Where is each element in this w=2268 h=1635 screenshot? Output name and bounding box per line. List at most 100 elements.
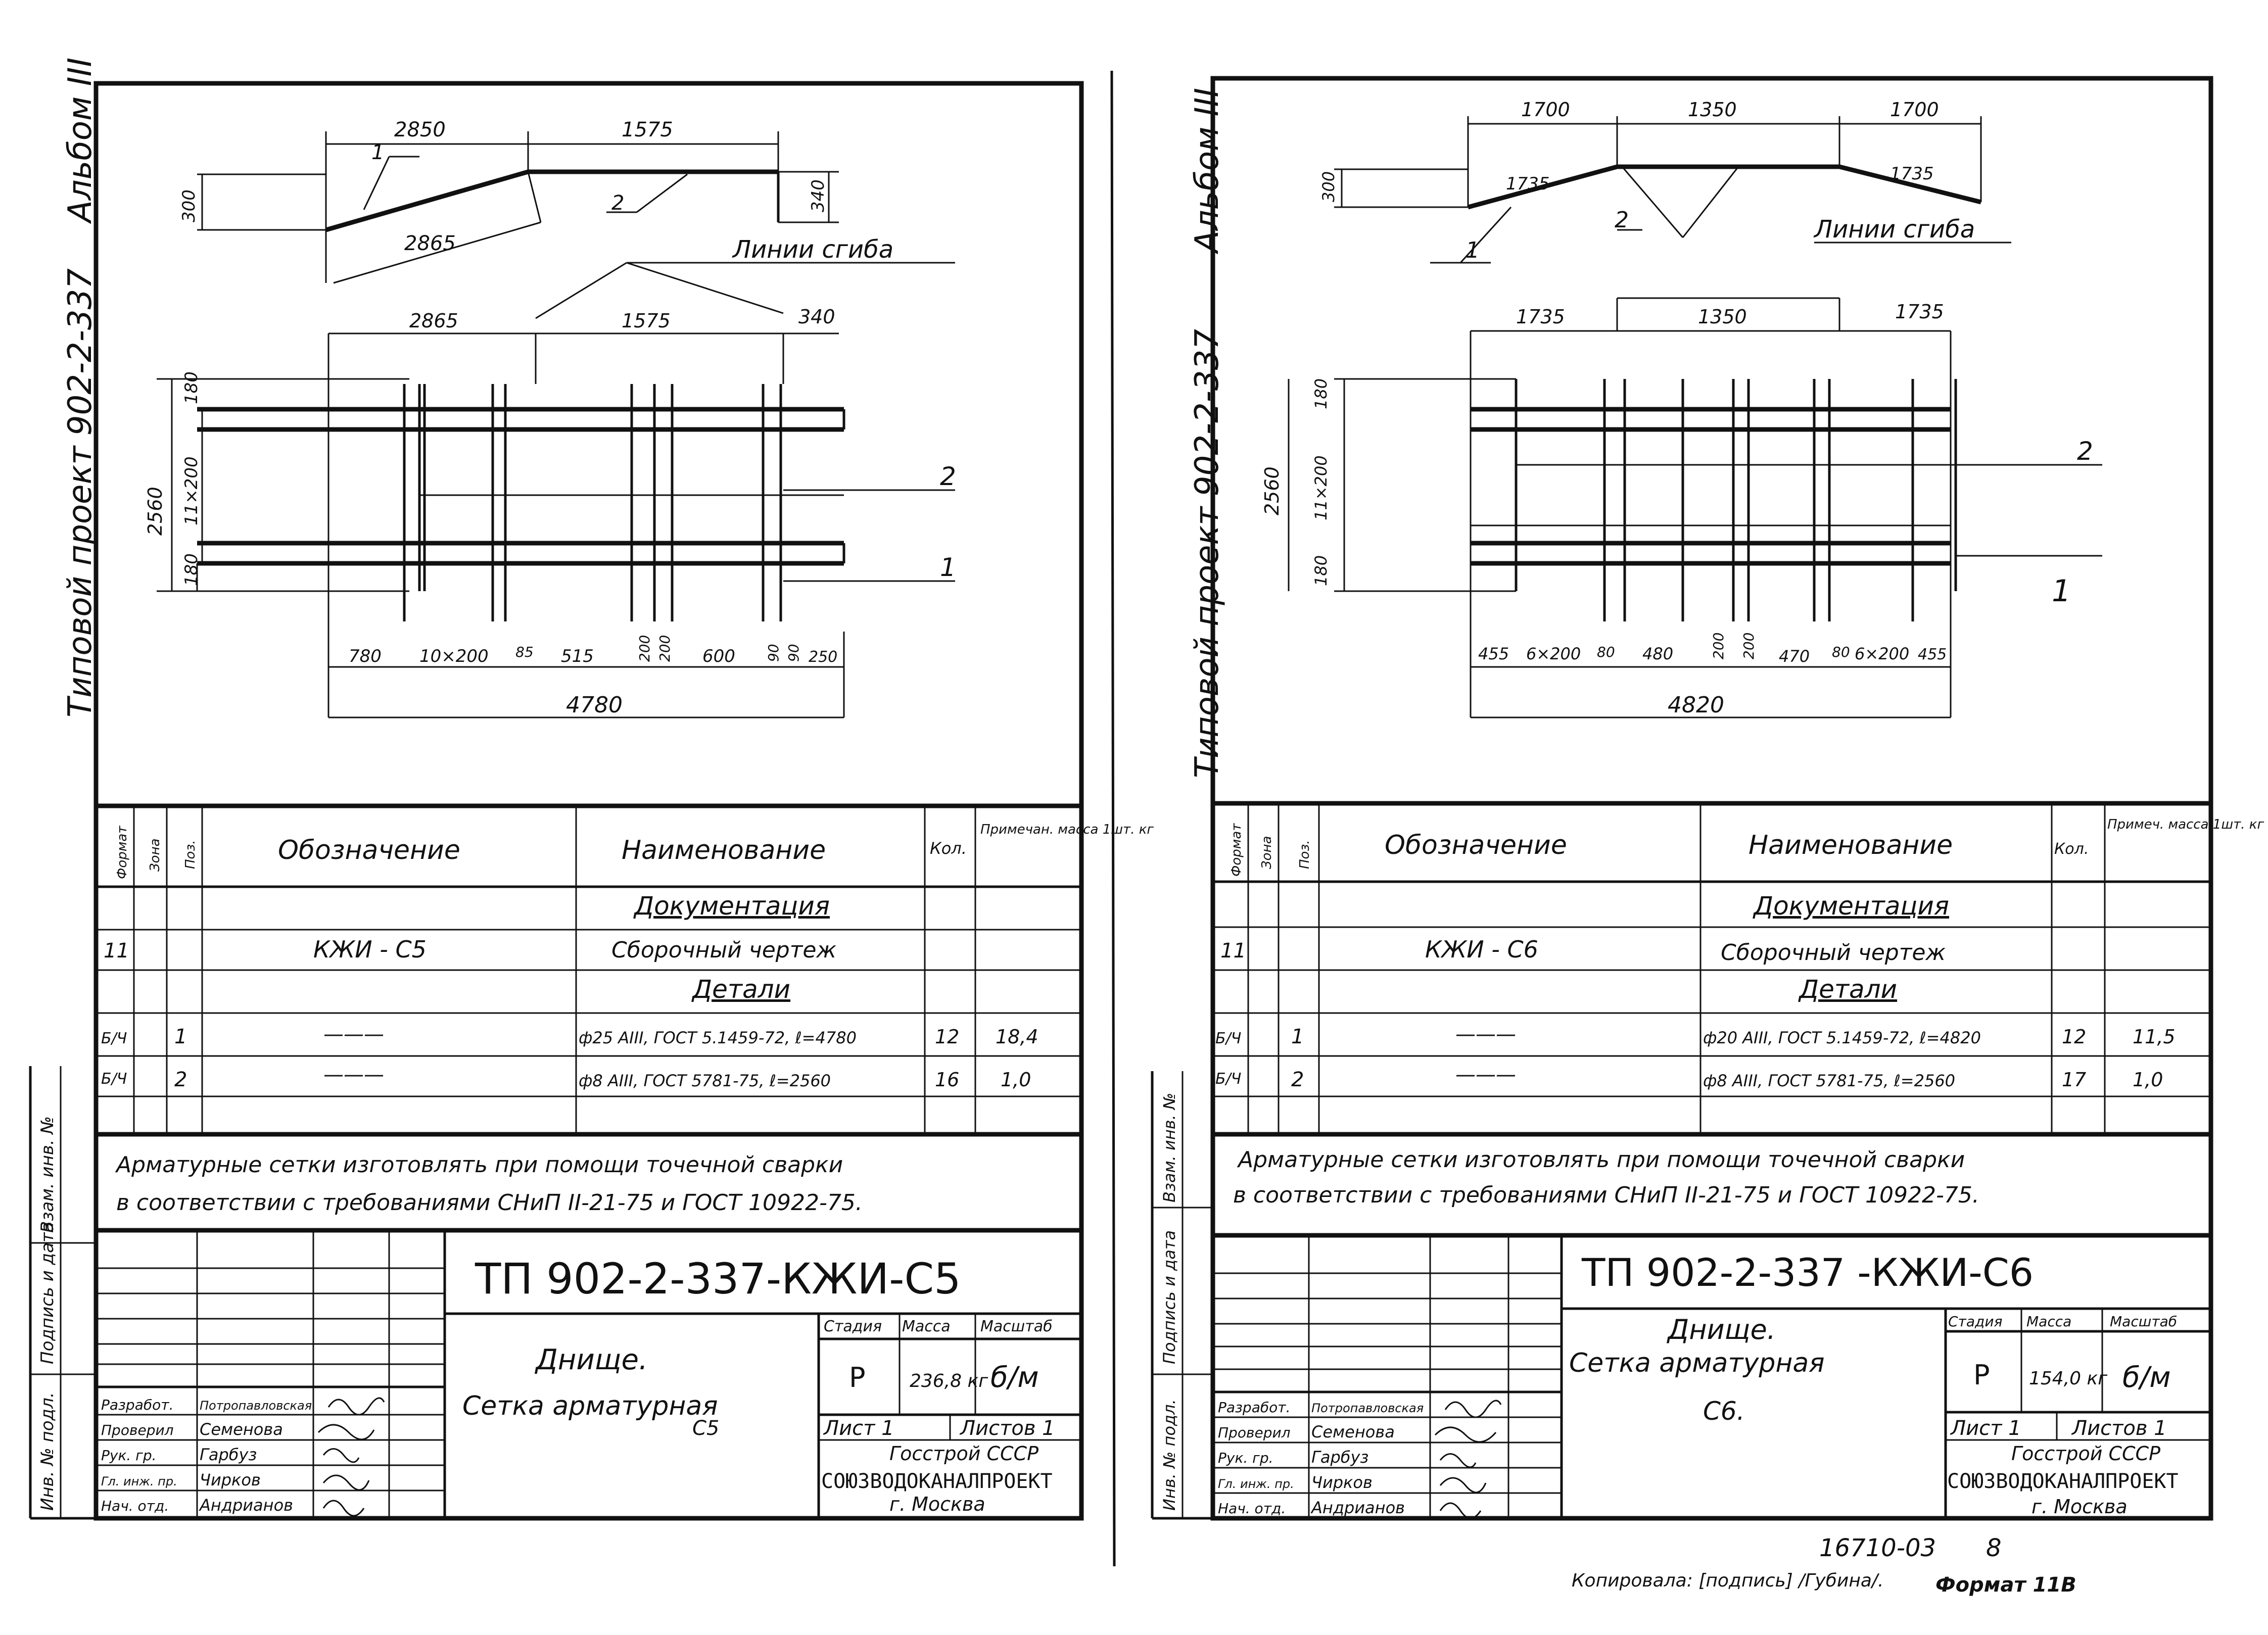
left-margin-label-2: Подпись и дата xyxy=(37,1222,58,1364)
right-row-3-name: Детали xyxy=(1798,975,1897,1004)
left-org-2: СОЮЗВОДОКАНАЛПРОЕКТ xyxy=(821,1470,1053,1493)
right-pos-label-1: 1 xyxy=(1466,237,1480,263)
left-mass-header: Масса xyxy=(902,1318,951,1335)
left-name-1: Потропавловская xyxy=(200,1399,312,1413)
left-role-5: Нач. отд. xyxy=(101,1498,169,1514)
right-top-dim-1: 1700 xyxy=(1521,99,1570,121)
right-name-1: Потропавловская xyxy=(1311,1401,1424,1415)
right-scale-value: б/м xyxy=(2122,1361,2171,1394)
right-top-dim-2: 1350 xyxy=(1688,99,1737,121)
right-signature-2 xyxy=(1434,1426,1497,1443)
left-row-4-pos: 1 xyxy=(174,1025,187,1048)
left-row-5-fmt: Б/Ч xyxy=(101,1070,127,1088)
left-margin-label-1: Взам. инв. № xyxy=(37,1116,58,1233)
left-top-dim-3: 300 xyxy=(179,189,199,222)
right-th-name: Наименование xyxy=(1749,830,1953,860)
right-plan-dim-5: 180 xyxy=(1311,378,1331,409)
left-plan-dim-1: 2865 xyxy=(409,310,458,332)
left-sheet: Типовой проект 902-2-337 Альбом III Взам… xyxy=(29,58,1154,1521)
left-row-4-qty: 12 xyxy=(935,1026,959,1048)
left-org-1: Госстрой СССР xyxy=(889,1442,1038,1465)
right-name-5: Андрианов xyxy=(1310,1498,1405,1517)
right-scale-header: Масштаб xyxy=(2110,1313,2177,1330)
left-top-dim-2: 1575 xyxy=(622,118,673,141)
left-row-5-qty: 16 xyxy=(935,1069,959,1091)
left-row-4-name: ф25 АIII, ГОСТ 5.1459-72, ℓ=4780 xyxy=(579,1028,857,1047)
left-bottom-dim-7: 600 xyxy=(702,646,735,666)
right-mass-value: 154,0 кг xyxy=(2029,1368,2108,1389)
left-role-3: Рук. гр. xyxy=(101,1447,157,1464)
right-row-5-pos: 2 xyxy=(1291,1068,1304,1091)
left-note-line-2: в соответствии с требованиями СНиП II-21… xyxy=(116,1190,863,1216)
right-cut-label: Линии сгиба xyxy=(1813,215,1975,244)
left-plan-pos-2: 2 xyxy=(940,462,956,491)
right-th-note: Примеч. масса 1шт. кг xyxy=(2107,817,2264,832)
left-stage-value: Р xyxy=(849,1362,866,1393)
right-top-dim-6: 1735 xyxy=(1890,164,1934,184)
right-stage-header: Стадия xyxy=(1948,1313,2002,1330)
right-bottom-dim-4: 480 xyxy=(1642,644,1673,663)
left-name-5: Андрианов xyxy=(199,1496,293,1515)
right-bottom-dim-7: 470 xyxy=(1779,647,1810,666)
left-frame xyxy=(93,81,1084,1521)
left-row-2-name: Сборочный чертеж xyxy=(611,937,836,963)
left-role-2: Проверил xyxy=(101,1422,174,1438)
right-bottom-dim-9: 6×200 xyxy=(1855,644,1909,663)
right-row-2-code: КЖИ - С6 xyxy=(1425,936,1538,963)
left-mesh-plan xyxy=(157,333,955,718)
left-org-3: г. Москва xyxy=(889,1493,985,1515)
right-name-2: Семенова xyxy=(1311,1422,1395,1441)
left-sheets-total: Листов 1 xyxy=(959,1417,1055,1440)
left-th-qty: Кол. xyxy=(930,839,967,858)
right-bottom-dim-10: 455 xyxy=(1918,646,1947,663)
left-row-5-name: ф8 АIII, ГОСТ 5781-75, ℓ=2560 xyxy=(579,1071,831,1090)
right-plan-dim-2: 1350 xyxy=(1698,306,1747,328)
left-spec-table xyxy=(96,803,1081,1137)
left-row-4-note: 18,4 xyxy=(996,1026,1038,1048)
left-note-line-1: Арматурные сетки изготовлять при помощи … xyxy=(115,1152,843,1178)
left-bottom-dim-1: 780 xyxy=(349,646,382,666)
right-row-2-fmt: 11 xyxy=(1220,939,1246,963)
right-th-code: Обозначение xyxy=(1385,830,1567,860)
sheet-divider xyxy=(1110,70,1116,1567)
right-row-4-qty: 12 xyxy=(2062,1026,2086,1048)
right-row-4-name: ф20 АIII, ГОСТ 5.1459-72, ℓ=4820 xyxy=(1703,1028,1981,1047)
right-role-3: Рук. гр. xyxy=(1218,1450,1273,1466)
left-signature-2 xyxy=(317,1424,375,1440)
left-title-block xyxy=(96,1228,1081,1518)
left-signature-1 xyxy=(327,1397,385,1416)
right-row-5-fmt: Б/Ч xyxy=(1215,1070,1241,1088)
left-th-format: Формат xyxy=(115,826,130,879)
left-mass-value: 236,8 кг xyxy=(910,1371,988,1391)
left-scale-header: Масштаб xyxy=(980,1318,1053,1335)
right-margin-label-1: Взам. инв. № xyxy=(1160,1093,1179,1203)
left-role-1: Разработ. xyxy=(101,1397,173,1413)
right-th-format: Формат xyxy=(1229,823,1244,877)
right-sheet: Типовой проект 902-2-337 Альбом III Взам… xyxy=(1151,76,2264,1521)
right-row-5-code: ——— xyxy=(1455,1063,1516,1086)
left-profile-sketch xyxy=(197,131,839,284)
left-stage-header: Стадия xyxy=(824,1318,882,1335)
left-plan-dim-4: 2560 xyxy=(144,487,166,536)
left-bottom-dim-10: 250 xyxy=(809,648,837,666)
right-row-5-name: ф8 АIII, ГОСТ 5781-75, ℓ=2560 xyxy=(1703,1071,1955,1090)
right-bottom-dim-5: 200 xyxy=(1710,633,1727,659)
right-plan-dim-6: 11×200 xyxy=(1311,455,1331,520)
right-signature-4 xyxy=(1439,1477,1487,1494)
left-album-label: Альбом III xyxy=(62,58,99,224)
right-sheets-total: Листов 1 xyxy=(2071,1417,2167,1440)
right-row-2-name: Сборочный чертеж xyxy=(1721,940,1946,966)
right-total-dim: 4820 xyxy=(1668,692,1724,718)
left-row-doc-name: Документация xyxy=(633,891,830,921)
left-row-3-name: Детали xyxy=(691,975,790,1004)
left-name-2: Семенова xyxy=(200,1420,283,1439)
footer-format: Формат 11В xyxy=(1935,1573,2076,1597)
left-th-zone: Зона xyxy=(148,838,163,872)
right-plan-dim-7: 180 xyxy=(1311,555,1331,586)
right-stage-value: Р xyxy=(1973,1359,1990,1391)
left-pos-label-2: 2 xyxy=(611,191,624,215)
left-th-code: Обозначение xyxy=(278,835,460,865)
left-row-2-fmt: 11 xyxy=(104,939,129,963)
right-note-line-1: Арматурные сетки изготовлять при помощи … xyxy=(1237,1147,1965,1173)
left-th-name: Наименование xyxy=(622,835,826,865)
